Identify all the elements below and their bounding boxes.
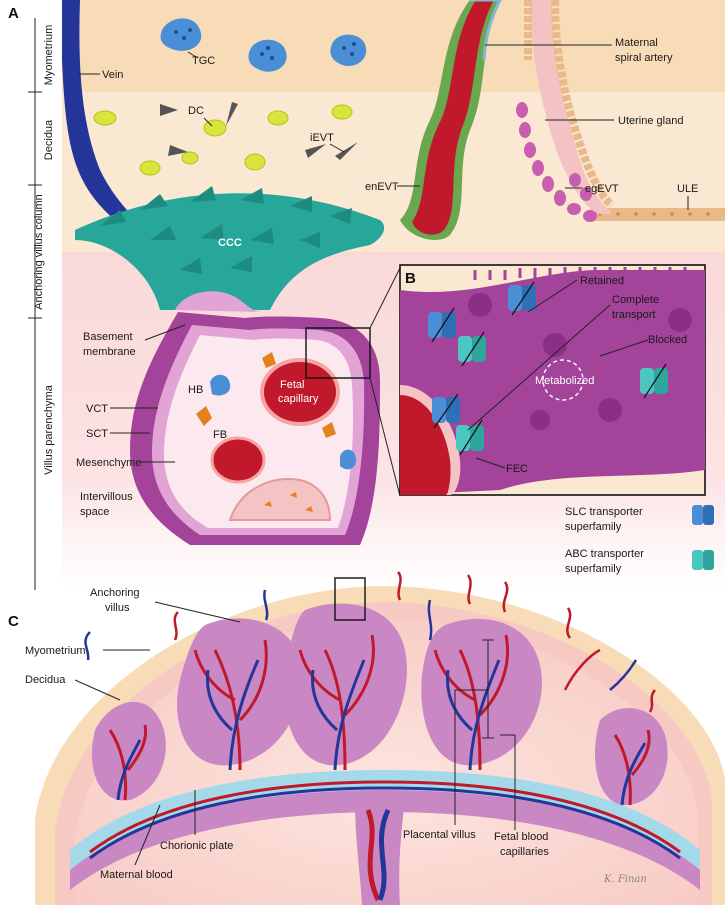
maternal-spiral-artery xyxy=(400,0,502,240)
label-metabolized: Metabolized xyxy=(535,375,594,387)
label-maternal-blood: Maternal blood xyxy=(100,869,173,881)
label-decidua-layer: Decidua xyxy=(43,119,55,160)
panel-letter-a: A xyxy=(8,5,19,22)
label-complete-transport-1: Complete xyxy=(612,294,659,306)
inset-source-box xyxy=(305,327,371,379)
metabolized-marker xyxy=(542,359,584,401)
fb-cell-3 xyxy=(322,422,336,438)
legend-slc-line2: superfamily xyxy=(565,521,622,533)
panel-a-scene xyxy=(62,0,725,590)
label-chorionic-plate: Chorionic plate xyxy=(160,840,233,852)
label-vein: Vein xyxy=(102,69,123,81)
label-dc: DC xyxy=(188,105,204,117)
panel-letter-b: B xyxy=(405,270,416,287)
label-villus-parenchyma-layer: Villus parenchyma xyxy=(43,384,55,475)
label-fetal-blood-2: capillaries xyxy=(500,846,549,858)
label-decidua-c: Decidua xyxy=(25,674,66,686)
vein xyxy=(62,0,138,232)
uterine-gland xyxy=(516,0,615,222)
label-egevt: egEVT xyxy=(585,183,619,195)
legend-abc-swatch xyxy=(692,550,714,570)
label-fetal-blood-1: Fetal blood xyxy=(494,831,548,843)
label-fec: FEC xyxy=(506,463,528,475)
label-mesenchyme: Mesenchyme xyxy=(76,457,141,469)
decidual-cells xyxy=(93,104,353,176)
label-ccc: CCC xyxy=(218,237,242,249)
villus xyxy=(130,312,380,545)
panel-c-scene xyxy=(35,571,725,905)
label-retained: Retained xyxy=(580,275,624,287)
label-sct: SCT xyxy=(86,428,108,440)
side-layer-labels: Myometrium Decidua Anchoring villus colu… xyxy=(28,18,55,590)
tgc-cells xyxy=(160,18,367,72)
label-blocked: Blocked xyxy=(648,334,687,346)
label-fetal-capillary-1: Fetal xyxy=(280,379,304,391)
legend-slc-swatch xyxy=(692,505,714,525)
label-basement-membrane-2: membrane xyxy=(83,346,136,358)
label-placental-villus: Placental villus xyxy=(403,829,476,841)
panel-b-inset xyxy=(399,264,706,496)
label-maternal-artery-1: Maternal xyxy=(615,37,658,49)
anchoring-villus-box xyxy=(334,577,366,621)
label-fb: FB xyxy=(213,429,227,441)
hb-cell-2 xyxy=(340,449,356,470)
label-intervillous-2: space xyxy=(80,506,109,518)
label-myometrium-layer: Myometrium xyxy=(43,25,55,86)
label-myometrium-c: Myometrium xyxy=(25,645,86,657)
fb-cell-2 xyxy=(262,352,276,368)
fetal-capillary xyxy=(260,358,340,426)
panel-letter-c: C xyxy=(8,613,19,630)
fb-cell xyxy=(196,406,212,426)
cell-column-cytotrophoblasts xyxy=(75,186,385,312)
label-anchoring-column-layer: Anchoring villus column xyxy=(33,194,45,310)
legend-abc-line2: superfamily xyxy=(565,563,622,575)
label-basement-membrane-1: Basement xyxy=(83,331,133,343)
label-anchoring-villus-2: villus xyxy=(105,602,130,614)
label-anchoring-villus-1: Anchoring xyxy=(90,587,140,599)
villous-trees xyxy=(91,603,668,806)
label-intervillous-1: Intervillous xyxy=(80,491,133,503)
label-hb: HB xyxy=(188,384,203,396)
label-complete-transport-2: transport xyxy=(612,309,655,321)
label-vct: VCT xyxy=(86,403,108,415)
ievt-cells xyxy=(160,102,358,160)
legend-slc-line1: SLC transporter xyxy=(565,506,643,518)
label-ievt: iEVT xyxy=(310,132,334,144)
panel-b-labels: Retained Complete transport Blocked Meta… xyxy=(506,275,687,475)
label-maternal-artery-2: spiral artery xyxy=(615,52,673,64)
legend-abc-line1: ABC transporter xyxy=(565,548,644,560)
label-envt: enEVT xyxy=(365,181,399,193)
panel-c-labels: Anchoring villus Myometrium Decidua Plac… xyxy=(25,587,647,885)
hb-cell xyxy=(210,374,231,396)
uterine-lining-epithelium xyxy=(590,208,725,221)
legend xyxy=(692,505,714,570)
label-ule: ULE xyxy=(677,183,698,195)
panel-a-labels: Vein TGC Maternal spiral artery DC iEVT … xyxy=(76,37,698,518)
label-fetal-capillary-2: capillary xyxy=(278,393,319,405)
artist-signature: K. Finan xyxy=(603,874,647,885)
label-uterine-gland: Uterine gland xyxy=(618,115,683,127)
